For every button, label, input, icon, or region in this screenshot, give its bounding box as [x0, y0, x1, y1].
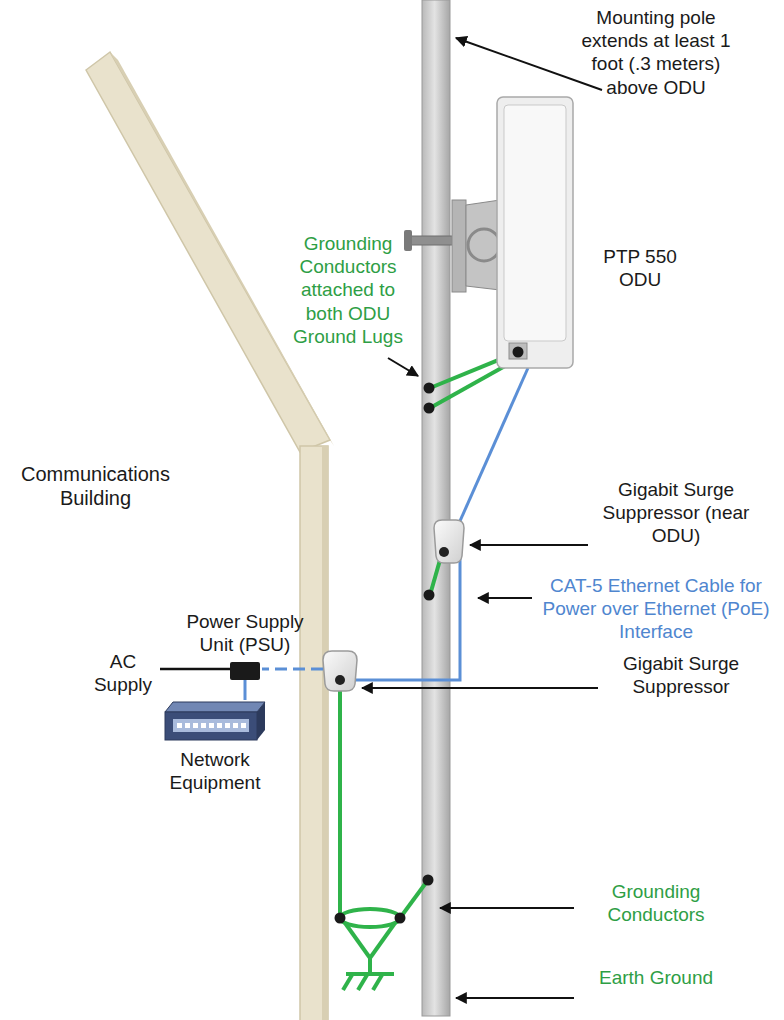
- callout-label: Grounding Conductors attached to both OD…: [288, 232, 408, 348]
- network-switch-icon: [163, 700, 267, 742]
- odu-panel: [495, 95, 575, 370]
- callout-label: Grounding Conductors: [586, 880, 726, 926]
- callout-label: Gigabit Surge Suppressor: [606, 652, 756, 698]
- cable-label: CAT-5 Ethernet Cable for Power over Ethe…: [538, 574, 774, 644]
- node-label: Power Supply Unit (PSU): [180, 610, 310, 656]
- node-label: Network Equipment: [155, 748, 275, 794]
- building-label: Communications Building: [8, 462, 183, 511]
- power-supply-unit: Power Supply Unit (PSU): [175, 610, 315, 680]
- ground-lug-dot: [335, 383, 435, 924]
- surge-suppressor: [323, 651, 357, 691]
- building-outline: [86, 52, 334, 1020]
- surge-suppressor: [434, 520, 464, 563]
- ground-conductor: [340, 352, 518, 918]
- odu-panel-drawing: [495, 95, 575, 370]
- supply-label: AC Supply: [88, 650, 158, 696]
- network-equipment: Network Equipment: [150, 700, 280, 794]
- ac-supply-wire: [160, 668, 230, 671]
- earth-ground-symbol: [340, 909, 400, 990]
- callout-label: Mounting pole extends at least 1 foot (.…: [572, 6, 740, 99]
- callout-label: Gigabit Surge Suppressor (near ODU): [596, 478, 756, 548]
- ethernet-cable: [262, 368, 528, 680]
- node-label: PTP 550 ODU: [595, 245, 685, 291]
- mounting-pole: [422, 0, 450, 1016]
- odu-unit: PTP 550 ODU: [495, 95, 685, 370]
- psu-box: [230, 662, 260, 680]
- callout-label: Earth Ground: [586, 966, 726, 989]
- callout-arrow: [362, 38, 602, 998]
- mount-bracket: [404, 200, 504, 292]
- ethernet-link: [244, 680, 247, 700]
